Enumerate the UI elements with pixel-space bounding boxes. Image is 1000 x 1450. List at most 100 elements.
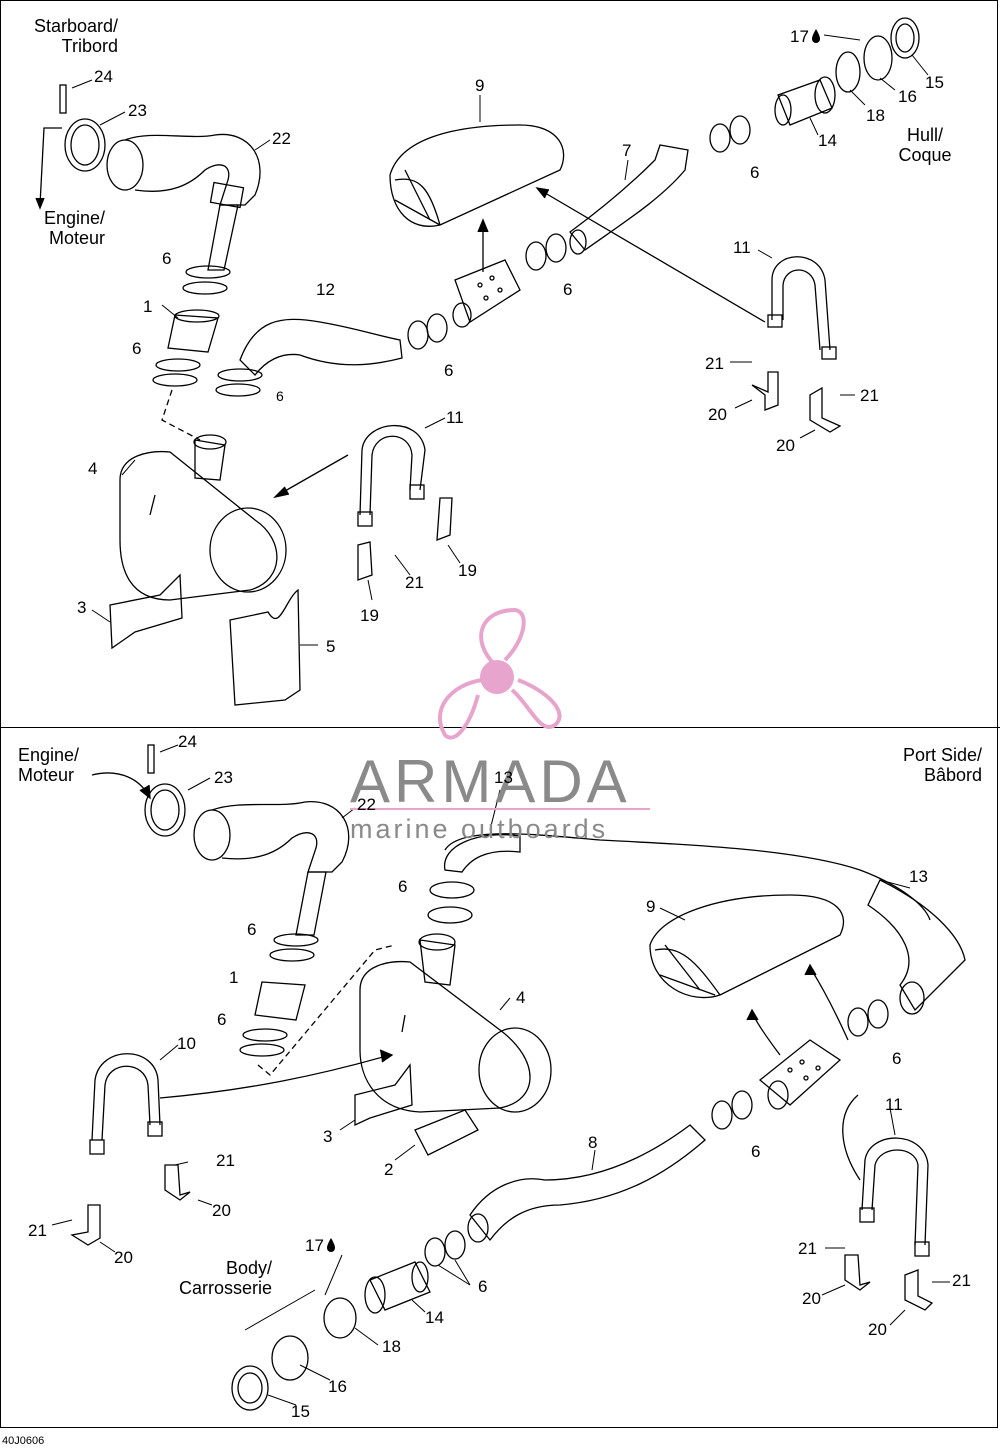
callout: 21 <box>860 386 879 405</box>
strap-11-top-right <box>771 256 831 351</box>
callout: 7 <box>622 141 632 160</box>
hose-7 <box>569 144 689 251</box>
callout: 20 <box>212 1201 231 1220</box>
muffler-4-bottom <box>359 933 552 1113</box>
callout: 22 <box>272 129 291 148</box>
callout: 21 <box>952 1271 971 1290</box>
callout: 11 <box>733 238 751 257</box>
body-label-line1: Body/ <box>225 1258 272 1278</box>
hose-8 <box>469 1124 706 1242</box>
callout: 24 <box>178 732 197 751</box>
callout: 20 <box>776 436 795 455</box>
callout: 23 <box>214 768 233 787</box>
resonator-9-top <box>389 124 565 227</box>
callout: 19 <box>360 606 379 625</box>
callout: 20 <box>802 1289 821 1308</box>
callout: 21 <box>405 573 424 592</box>
starboard-label-line2: Tribord <box>61 36 118 56</box>
callout: 6 <box>478 1277 488 1296</box>
fitting-14-top <box>774 76 836 126</box>
callout: 3 <box>77 598 87 617</box>
section-divider <box>0 727 1000 728</box>
callout: 4 <box>88 459 98 478</box>
support-5-top <box>229 588 301 706</box>
callout: 8 <box>588 1133 598 1152</box>
watermark-rule <box>350 808 650 810</box>
callout: 17 <box>790 27 809 46</box>
nut-15-top <box>890 17 920 59</box>
callout: 23 <box>128 101 147 120</box>
callout: 24 <box>94 67 113 86</box>
callout: 6 <box>276 388 284 404</box>
engine-arrow-bottom <box>91 772 149 796</box>
bracket-19-top-b <box>436 497 453 541</box>
drawing-code: 40J0606 <box>2 1435 45 1447</box>
callout: 6 <box>444 361 454 380</box>
callout: 14 <box>425 1308 444 1327</box>
gasket-16-bottom <box>271 1335 309 1381</box>
callout: 17 <box>305 1236 324 1255</box>
port-side-label: Port Side/ Bâbord <box>860 745 982 785</box>
callout: 6 <box>563 280 573 299</box>
strap-10 <box>91 1053 161 1141</box>
callout: 11 <box>885 1095 903 1114</box>
port-side-label-line2: Bâbord <box>923 765 982 785</box>
hull-label-line1: Hull/ <box>906 125 943 145</box>
perforated-tube-top <box>452 259 521 328</box>
callout: 6 <box>751 1142 761 1161</box>
bolt-24-bottom <box>147 744 155 774</box>
callout: 6 <box>750 163 760 182</box>
o-ring-18-top <box>835 51 861 93</box>
coupler-1-bottom <box>254 981 306 1021</box>
callout: 21 <box>798 1239 817 1258</box>
callout: 20 <box>708 405 727 424</box>
callout: 4 <box>516 988 526 1007</box>
callout: 9 <box>475 76 485 95</box>
bracket-20-bottom-d <box>904 1269 934 1311</box>
callout: 3 <box>323 1127 333 1146</box>
callout: 16 <box>328 1377 347 1396</box>
coupler-1-top <box>167 314 219 353</box>
muffler-4-top <box>119 434 287 601</box>
callout: 14 <box>818 131 837 150</box>
engine-label-bottom-line1: Engine/ <box>18 745 80 765</box>
bracket-20-bottom-b <box>70 1204 101 1246</box>
hull-label-line2: Coque <box>898 145 952 165</box>
bracket-20-top-b <box>809 386 842 433</box>
callout: 5 <box>326 637 336 656</box>
engine-label-top-line1: Engine/ <box>43 208 105 228</box>
watermark-tagline: marine outboards <box>350 814 609 844</box>
hose-13-line <box>444 833 931 921</box>
exhaust-manifold-22-bottom <box>193 801 350 936</box>
callout: 6 <box>398 877 408 896</box>
sealant-drop-icon <box>812 29 820 43</box>
o-ring-18-bottom <box>323 1297 357 1339</box>
watermark-brand: ARMADA <box>350 748 631 815</box>
block-2 <box>414 1109 479 1156</box>
engine-label-top: Engine/ Moteur <box>10 208 105 248</box>
perforated-tube-bottom <box>758 1039 842 1110</box>
engine-arrow-top <box>39 127 62 206</box>
clamp-23-top <box>64 118 106 172</box>
engine-label-bottom: Engine/ Moteur <box>18 745 98 785</box>
strap-11-bottom <box>861 1137 929 1246</box>
support-3-top <box>109 573 183 650</box>
gasket-16-top <box>863 35 893 81</box>
strap-11-top-middle <box>359 425 426 516</box>
bracket-20-bottom-a <box>164 1164 191 1201</box>
bolt-24-top <box>59 84 67 114</box>
exhaust-manifold-22-top <box>106 133 261 271</box>
nut-15-bottom <box>231 1365 269 1411</box>
engine-label-bottom-line2: Moteur <box>18 765 75 785</box>
callout: 22 <box>357 795 376 814</box>
callout: 11 <box>446 408 464 427</box>
clamp-23-bottom <box>144 783 186 837</box>
bracket-20-top-a <box>751 371 779 411</box>
body-label-line2: Carrosserie <box>178 1278 272 1298</box>
callout: 13 <box>909 867 928 886</box>
callout: 6 <box>162 249 172 268</box>
engine-label-top-line2: Moteur <box>48 228 105 248</box>
port-side-label-line1: Port Side/ <box>902 745 982 765</box>
callout: 19 <box>458 561 477 580</box>
